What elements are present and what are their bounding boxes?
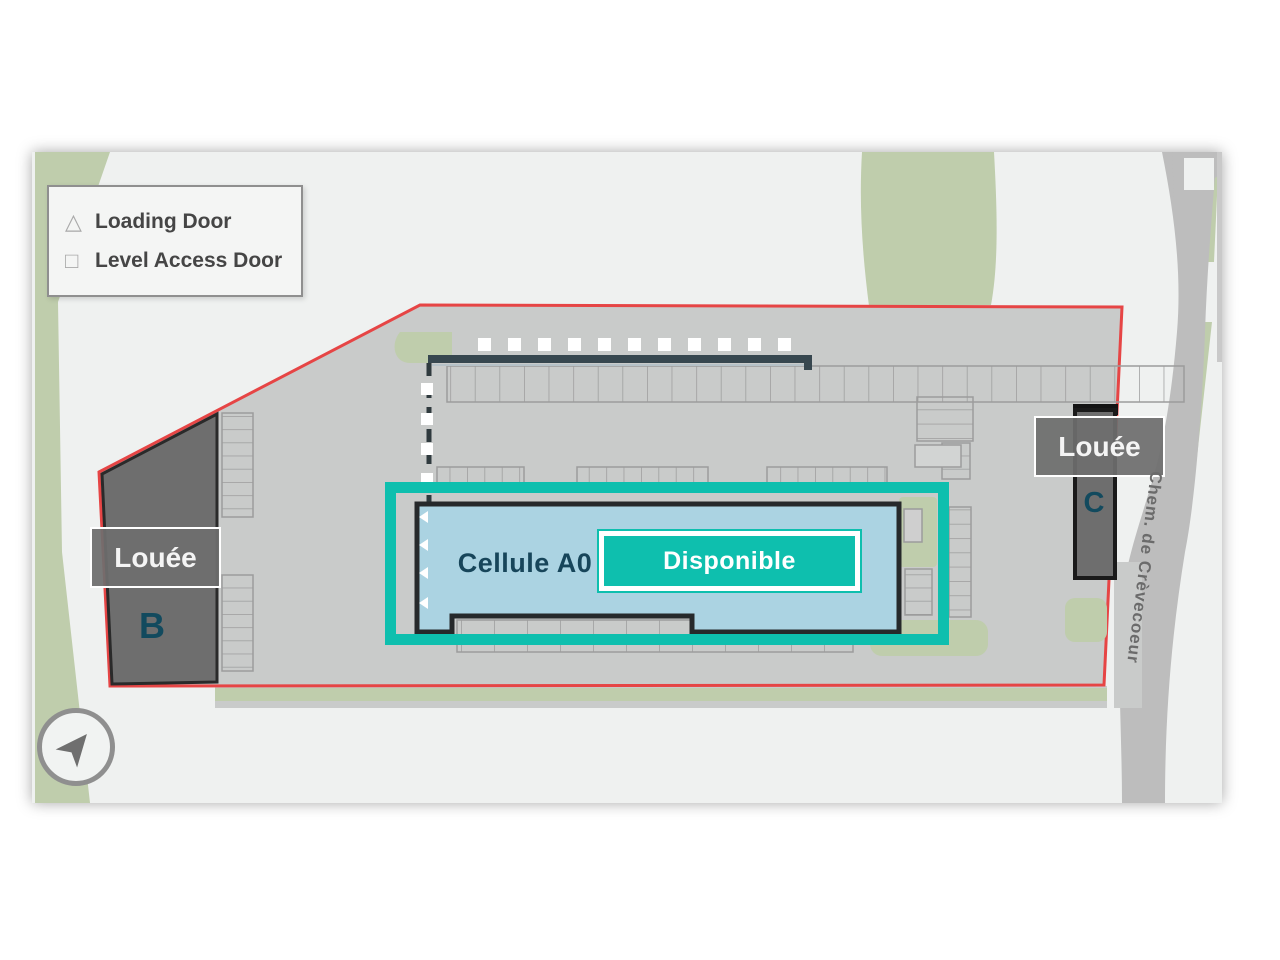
road-shape (1119, 152, 1222, 803)
bottom-verge (215, 686, 1107, 708)
legend-item-level-access-door: □ Level Access Door (65, 241, 301, 280)
legend-item-label: Level Access Door (95, 248, 283, 272)
unit-c-status-label[interactable]: Louée (1034, 416, 1165, 477)
level-access-doors (478, 338, 791, 351)
legend-box: △ Loading Door □ Level Access Door (47, 185, 303, 297)
loading-door-markers (419, 511, 428, 609)
driveway-connector (1114, 562, 1142, 708)
compass-button[interactable] (37, 708, 115, 786)
triangle-outline-icon: △ (65, 208, 82, 234)
parking-stalls (221, 365, 1185, 672)
unit-c-letter: C (1083, 486, 1105, 519)
available-unit-highlight-frame (385, 482, 949, 645)
unit-a0-name-label: Cellule A0 (457, 547, 593, 578)
legend-item-loading-door: △ Loading Door (65, 202, 301, 241)
building-north-wall (421, 338, 812, 504)
compass-arrow-icon (55, 733, 87, 768)
disponible-badge[interactable]: Disponible (599, 531, 860, 591)
site-plan-map: Cellule A0 Disponible Louée B Louée C Ch… (32, 152, 1222, 803)
unit-b-letter: B (139, 605, 165, 646)
legend-item-label: Loading Door (95, 209, 232, 233)
unit-b-status-label[interactable]: Louée (90, 527, 221, 588)
square-outline-icon: □ (65, 247, 79, 273)
